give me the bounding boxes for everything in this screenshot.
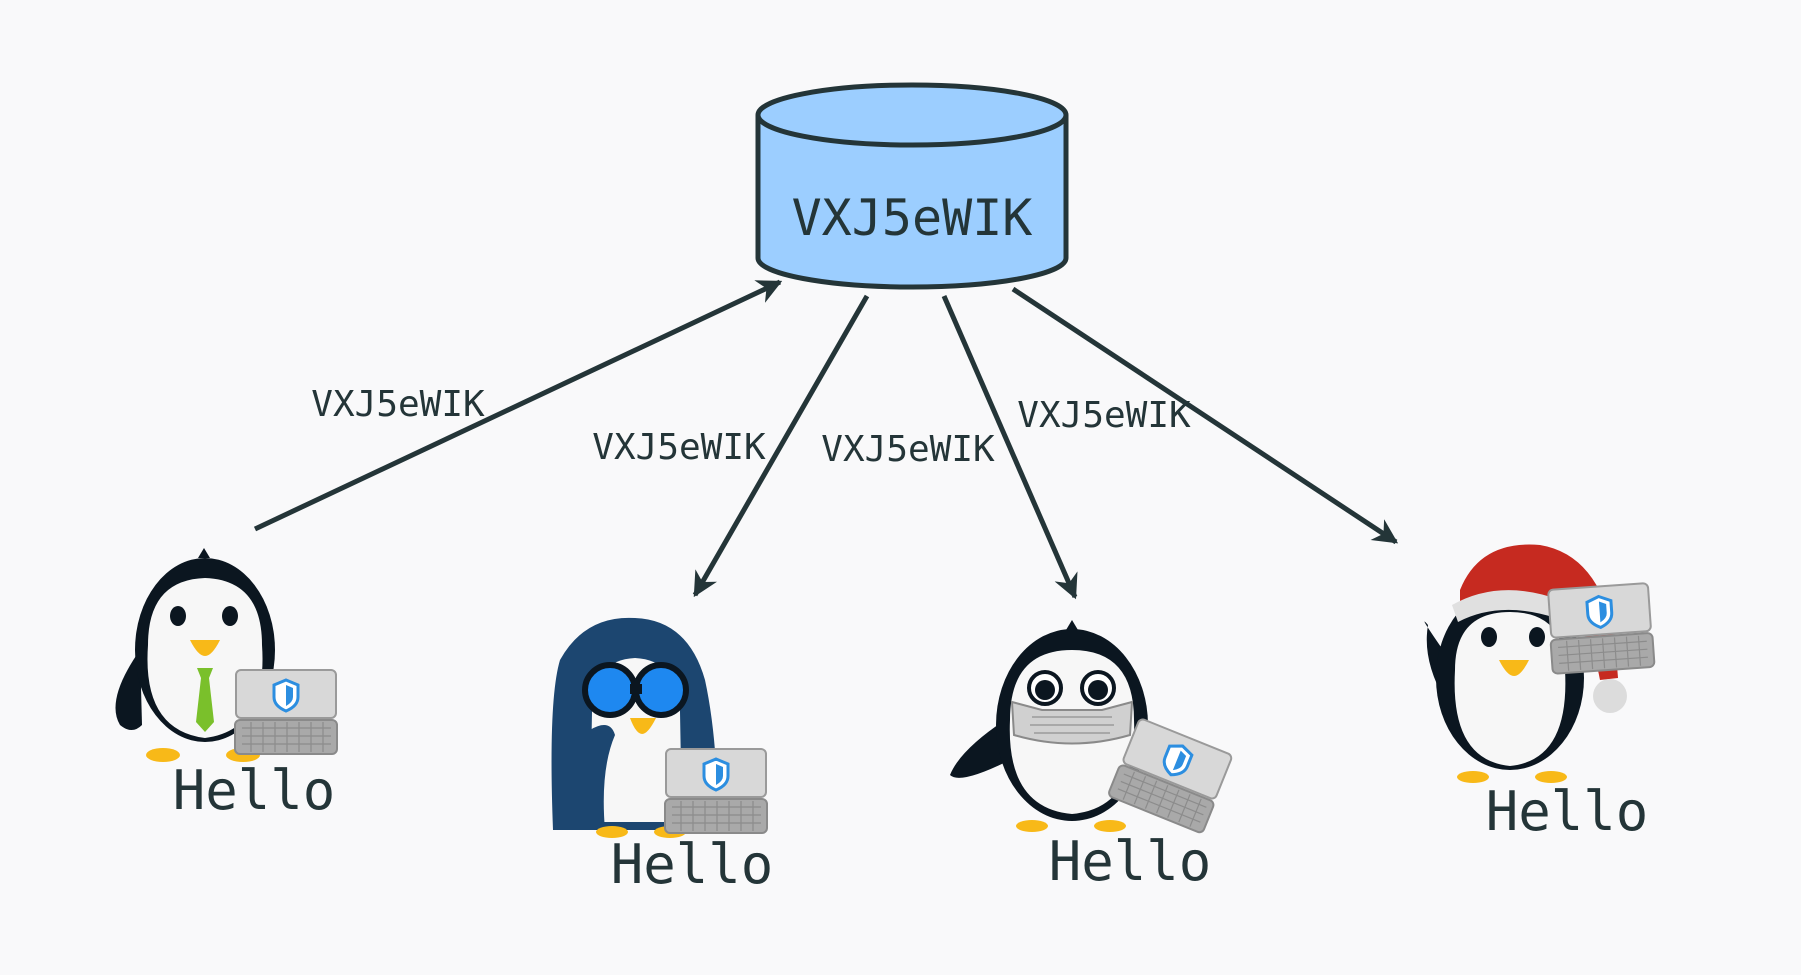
penguin-tie-laptop-icon xyxy=(115,548,339,762)
database-cylinder-top xyxy=(755,82,1069,148)
database-node: VXJ5eWIK xyxy=(755,82,1069,290)
edge-label-4: VXJ5eWIK xyxy=(1017,395,1191,436)
edge-database-to-user-4 xyxy=(1011,286,1399,545)
database-cylinder-body xyxy=(755,115,1069,290)
edge-label-1: VXJ5eWIK xyxy=(311,384,485,425)
edge-user-1-to-database xyxy=(253,279,783,532)
user-4-label: Hello xyxy=(1486,780,1649,843)
edges xyxy=(253,279,1399,600)
edge-database-to-user-2 xyxy=(692,294,870,598)
penguin-binoculars-laptop-icon xyxy=(551,617,769,838)
user-1-label: Hello xyxy=(173,759,336,822)
user-3-label: Hello xyxy=(1049,830,1212,893)
penguin-mask-laptop-icon xyxy=(950,620,1236,836)
edge-database-to-user-3 xyxy=(941,295,1078,600)
user-2-label: Hello xyxy=(611,833,774,896)
edge-label-2: VXJ5eWIK xyxy=(592,427,766,468)
database-label: VXJ5eWIK xyxy=(792,189,1033,247)
penguin-santa-laptop-icon xyxy=(1424,544,1657,783)
edge-label-3: VXJ5eWIK xyxy=(821,429,995,470)
